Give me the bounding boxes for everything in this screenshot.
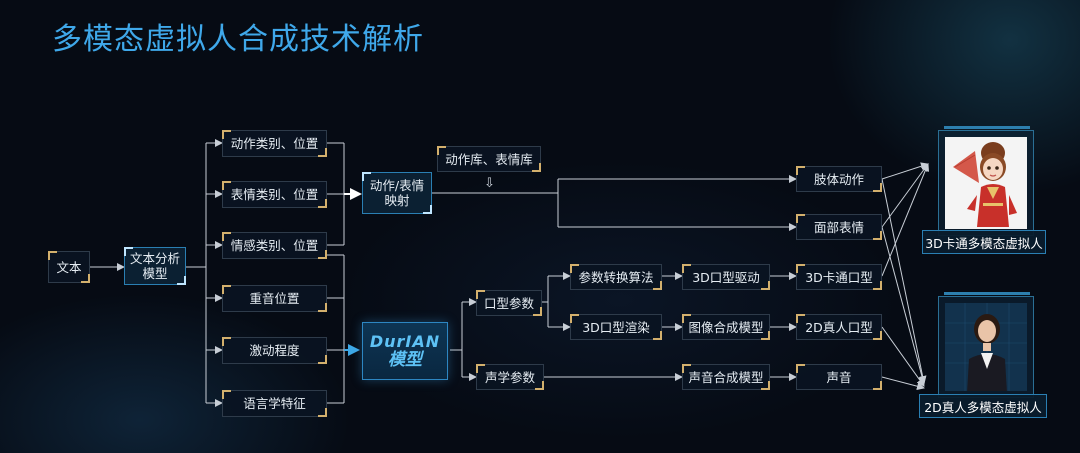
real-panel-top-bar [944, 292, 1030, 295]
node-param-conversion-algo: 参数转换算法 [570, 264, 662, 290]
node-image-synthesis-model: 图像合成模型 [682, 314, 770, 340]
node-durian-model: DurIAN 模型 [362, 322, 448, 380]
node-action-expression-mapping: 动作/表情 映射 [362, 172, 432, 214]
node-linguistic-features: 语言学特征 [222, 390, 327, 417]
real-avatar-panel [938, 296, 1034, 398]
cartoon-avatar-image [945, 137, 1027, 229]
node-action-expression-library: 动作库、表情库 [437, 146, 541, 172]
node-face-expression: 面部表情 [796, 214, 882, 240]
real-person-icon [945, 303, 1027, 391]
node-text: 文本 [48, 251, 90, 283]
node-body-action: 肢体动作 [796, 166, 882, 192]
durian-title: DurIAN [369, 332, 441, 351]
cartoon-avatar-panel [938, 130, 1034, 236]
node-acoustic-params: 声学参数 [476, 364, 544, 390]
node-mouth-params: 口型参数 [476, 290, 542, 316]
node-action-type: 动作类别、位置 [222, 130, 327, 157]
node-stress-position: 重音位置 [222, 285, 327, 312]
down-arrow-icon: ⇩ [484, 176, 495, 191]
node-3d-mouth-render: 3D口型渲染 [570, 314, 662, 340]
node-text-analysis-model: 文本分析 模型 [124, 247, 186, 285]
real-avatar-label: 2D真人多模态虚拟人 [919, 394, 1047, 418]
node-sound: 声音 [796, 364, 882, 390]
cartoon-girl-icon [945, 137, 1027, 229]
node-3d-cartoon-mouth: 3D卡通口型 [796, 264, 882, 290]
node-expression-type: 表情类别、位置 [222, 181, 327, 208]
cartoon-avatar-label: 3D卡通多模态虚拟人 [922, 230, 1046, 254]
node-3d-mouth-drive: 3D口型驱动 [682, 264, 770, 290]
node-2d-real-mouth: 2D真人口型 [796, 314, 882, 340]
durian-subtitle: 模型 [388, 350, 422, 370]
real-avatar-image [945, 303, 1027, 391]
node-emotion-type: 情感类别、位置 [222, 232, 327, 259]
node-excitement-level: 激动程度 [222, 337, 327, 364]
node-sound-synthesis-model: 声音合成模型 [682, 364, 770, 390]
page-title: 多模态虚拟人合成技术解析 [52, 22, 424, 57]
cartoon-panel-top-bar [944, 126, 1030, 129]
